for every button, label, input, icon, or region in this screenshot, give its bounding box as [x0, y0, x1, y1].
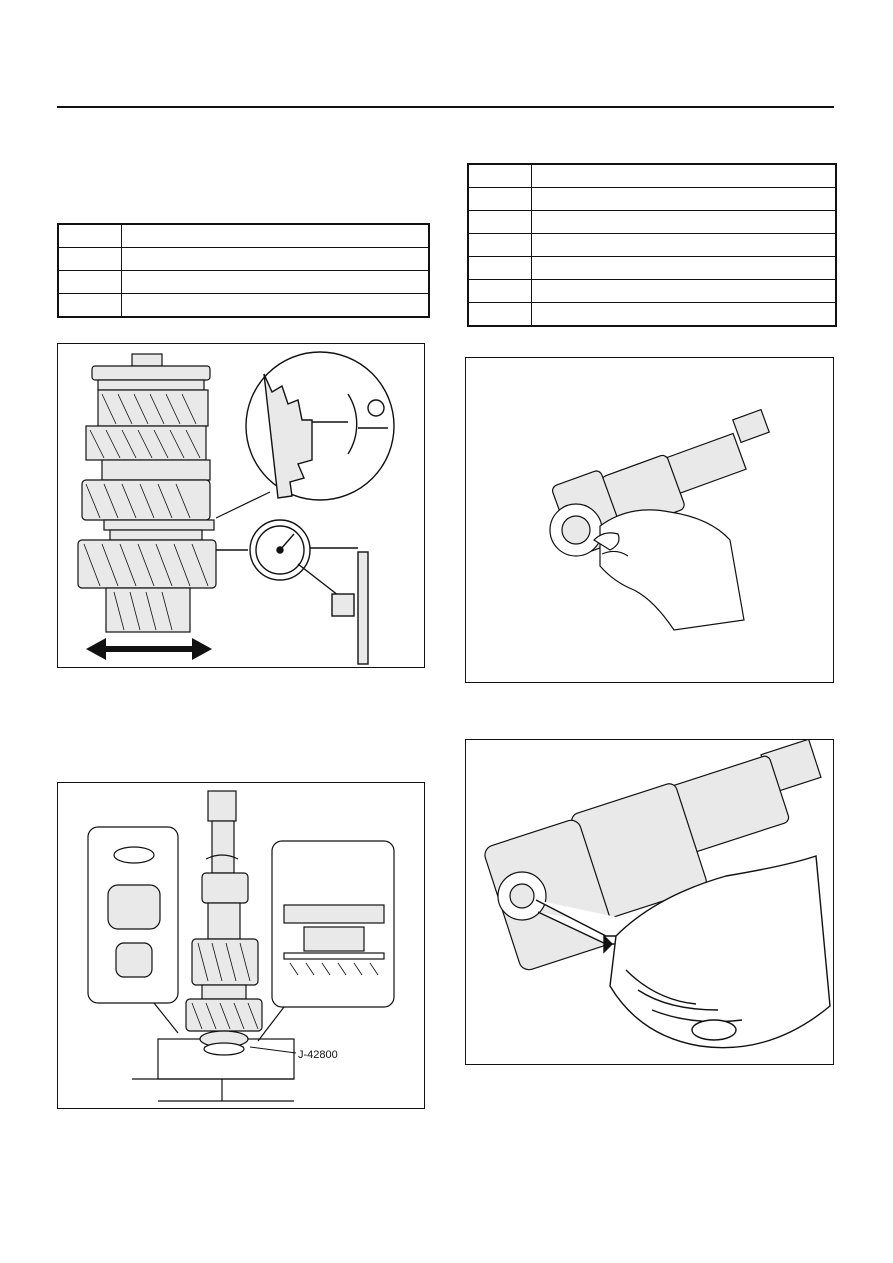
table-row [467, 187, 837, 211]
hand-removing-bearing-illustration [549, 408, 770, 631]
figure-gear-endplay [57, 343, 425, 668]
table-row [57, 293, 430, 318]
table-row [57, 247, 430, 271]
dial-indicator-gear-endplay-illustration [77, 351, 395, 665]
snap-ring-pliers-illustration [484, 740, 831, 1049]
header-rule [57, 106, 834, 108]
table-row [57, 270, 430, 294]
table-row [467, 302, 837, 327]
table-row [467, 233, 837, 257]
table-row [57, 223, 430, 248]
figure-snap-ring-pliers [465, 739, 834, 1065]
table-row [467, 256, 837, 280]
spec-table-right [467, 163, 837, 327]
figure-bearing-press: J-42800 [57, 782, 425, 1109]
table-row [467, 210, 837, 234]
bearing-press-illustration: J-42800 [87, 790, 395, 1102]
table-row [467, 279, 837, 303]
tool-number-label: J-42800 [298, 1049, 338, 1061]
figure-bearing-remove-hand [465, 357, 834, 683]
spec-table-left [57, 223, 430, 318]
table-row [467, 163, 837, 188]
